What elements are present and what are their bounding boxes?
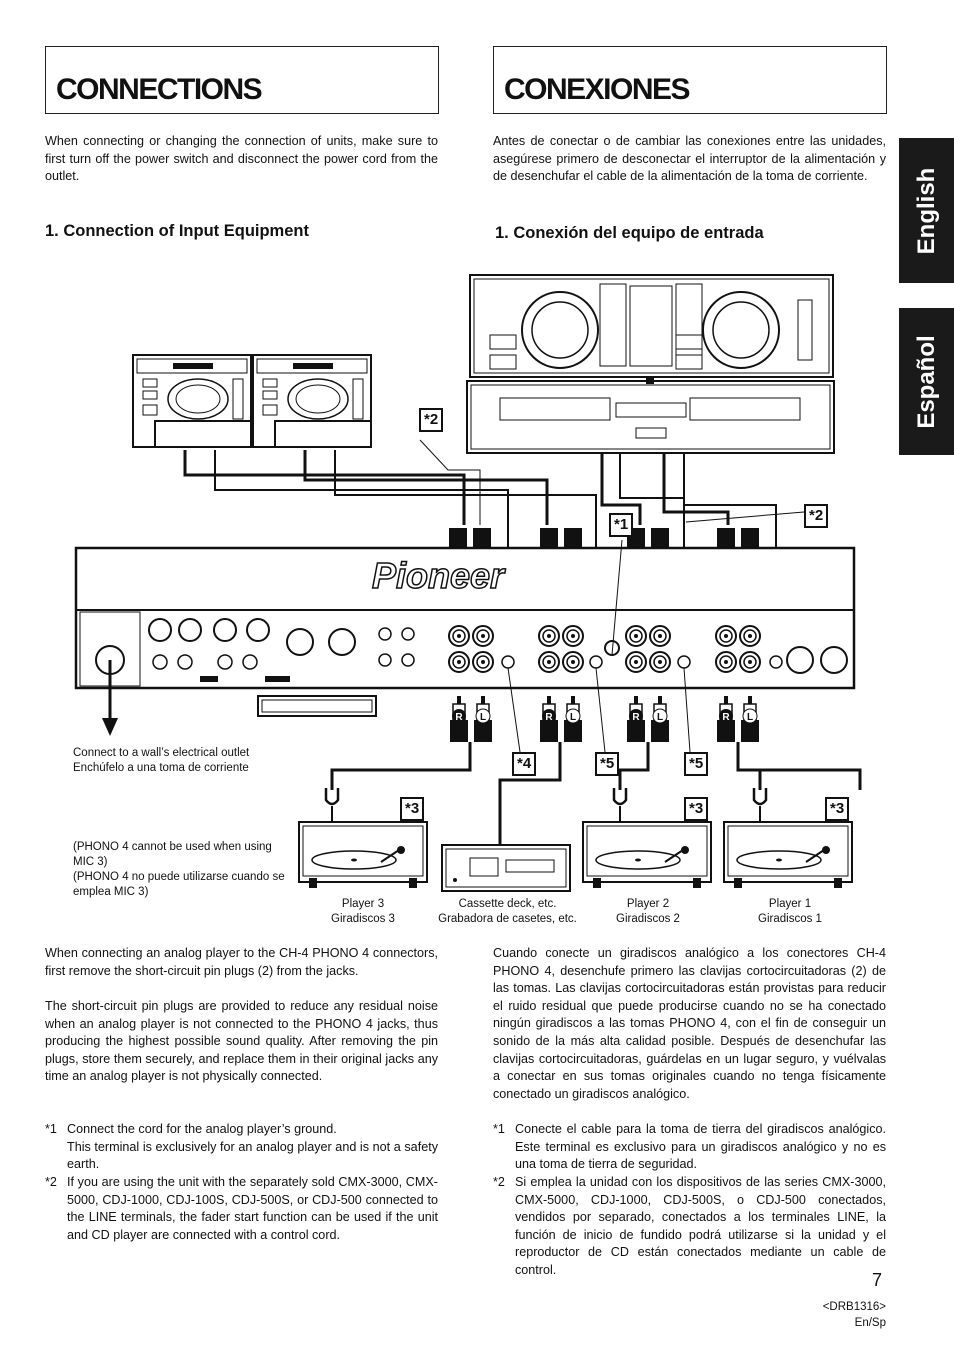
title-box-es: CONEXIONES (493, 46, 887, 114)
brand-logo: Pioneer (372, 555, 506, 596)
subheading-en: 1. Connection of Input Equipment (45, 222, 309, 240)
body-en-2: The short-circuit pin plugs are provided… (45, 999, 438, 1084)
device-label-player-3: Player 3 Giradiscos 3 (331, 898, 395, 925)
outlet-caption: Connect to a wall’s electrical outlet En… (73, 747, 250, 774)
device-label-cassette: Cassette deck, etc. Grabadora de casetes… (438, 898, 577, 925)
note-text: If you are using the unit with the separ… (67, 1175, 438, 1242)
page-number: 7 (872, 1270, 883, 1290)
rl-label: L (747, 712, 753, 723)
body-en-1: When connecting an analog player to the … (45, 946, 438, 978)
marker-5a: *5 (595, 752, 620, 776)
page-title-en: CONNECTIONS (56, 73, 263, 106)
note-en-2: *2 If you are using the unit with the se… (45, 1174, 438, 1244)
marker-4: *4 (512, 752, 537, 776)
note-mark: *1 (45, 1122, 57, 1136)
note-text: Si emplea la unidad con los dispositivos… (515, 1175, 886, 1277)
note-text-2: This terminal is exclusively for an anal… (67, 1139, 438, 1172)
note-en-1: *1 Connect the cord for the analog playe… (45, 1121, 438, 1174)
note-mark: *2 (45, 1175, 57, 1189)
phono-caption: (PHONO 4 cannot be used when using MIC 3… (73, 841, 285, 898)
rl-label: L (657, 712, 663, 723)
intro-en: When connecting or changing the connecti… (45, 134, 438, 184)
marker-3b: *3 (684, 797, 709, 821)
tab-espanol: Español (899, 308, 954, 455)
device-label-player-2: Player 2 Giradiscos 2 (616, 898, 680, 925)
intro-es: Antes de conectar o de cambiar las conex… (493, 134, 886, 184)
note-mark: *2 (493, 1175, 505, 1189)
device-label-player-1: Player 1 Giradiscos 1 (758, 898, 822, 925)
marker-3c: *3 (825, 797, 850, 821)
marker-2b: *2 (804, 504, 829, 528)
title-box-en: CONNECTIONS (45, 46, 439, 114)
connection-diagram: R L R L R L R L Pioneer (74, 274, 862, 892)
subheading-es: 1. Conexión del equipo de entrada (495, 224, 764, 242)
note-text: Conecte el cable para la toma de tierra … (515, 1122, 886, 1172)
note-mark: *1 (493, 1122, 505, 1136)
rl-label: L (570, 712, 576, 723)
marker-1: *1 (609, 513, 634, 537)
rl-label: R (632, 712, 640, 723)
note-es-2: *2 Si emplea la unidad con los dispositi… (493, 1174, 886, 1280)
rl-label: R (545, 712, 553, 723)
rl-label: R (455, 712, 463, 723)
tab-english: English (899, 138, 954, 283)
marker-5b: *5 (684, 752, 709, 776)
page-title-es: CONEXIONES (504, 73, 691, 106)
rl-label: L (480, 712, 486, 723)
marker-3a: *3 (400, 797, 425, 821)
body-es-1: Cuando conecte un giradiscos analógico a… (493, 946, 886, 1101)
doc-code: <DRB1316> En/Sp (822, 1301, 886, 1329)
marker-2a: *2 (419, 408, 444, 432)
note-es-1: *1 Conecte el cable para la toma de tier… (493, 1121, 886, 1174)
rl-label: R (722, 712, 730, 723)
note-text: Connect the cord for the analog player’s… (67, 1122, 337, 1136)
